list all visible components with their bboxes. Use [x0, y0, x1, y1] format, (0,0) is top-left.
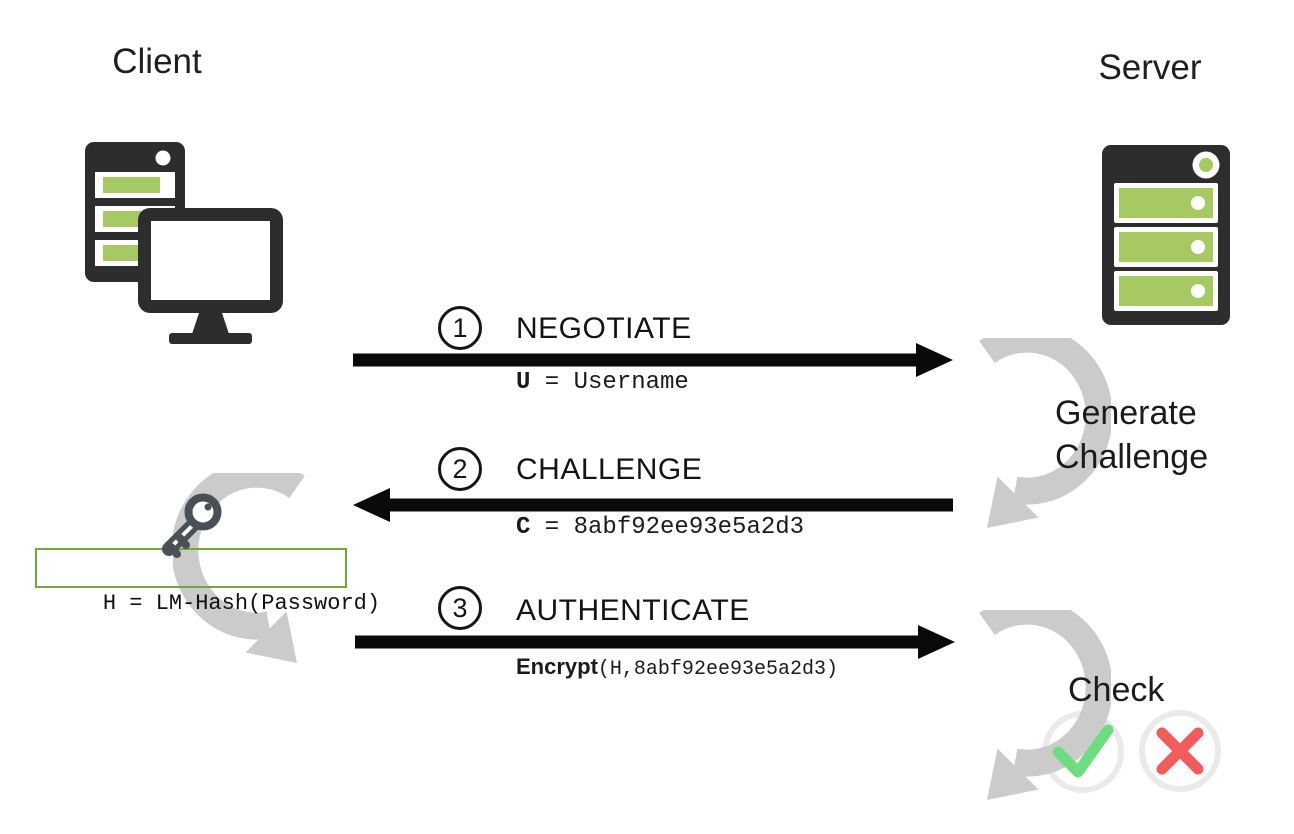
- hash-formula-box: H = LM-Hash(Password): [35, 548, 380, 616]
- step-1-detail: U = Username: [516, 369, 689, 396]
- check-note: Check: [1068, 671, 1165, 709]
- curved-arrow-icon: [979, 338, 1111, 528]
- key-icon: [162, 493, 222, 558]
- step-3-detail-value: (H,8abf92ee93e5a2d3): [597, 658, 838, 681]
- client-computer-icon: [85, 142, 283, 344]
- step-1-number: 1: [438, 306, 482, 350]
- hash-formula-text: H = LM-Hash(Password): [102, 591, 381, 616]
- step-2-name: CHALLENGE: [516, 453, 703, 486]
- arrow-right-authenticate: [355, 625, 955, 659]
- step-3-number: 3: [438, 586, 482, 630]
- client-label: Client: [112, 42, 202, 81]
- cross-icon: [1156, 727, 1204, 775]
- step-3-detail-func: Encrypt: [516, 654, 598, 679]
- step-2-detail-value: = 8abf92ee93e5a2d3: [530, 514, 805, 541]
- result-marks: [1052, 724, 1204, 778]
- step-2-number: 2: [438, 447, 482, 491]
- step-3-name: AUTHENTICATE: [516, 594, 750, 627]
- arrow-right-negotiate: [353, 343, 953, 377]
- server-label: Server: [1098, 48, 1202, 87]
- step-1-name: NEGOTIATE: [516, 312, 692, 345]
- step-1-detail-value: = Username: [530, 369, 689, 396]
- step-2-detail: C = 8abf92ee93e5a2d3: [516, 514, 804, 541]
- check-icon: [1052, 724, 1114, 778]
- step-2-detail-var: C: [516, 514, 531, 541]
- server-rack-icon: [1102, 145, 1230, 325]
- generate-challenge-note: Generate Challenge: [1055, 394, 1209, 476]
- step-1-detail-var: U: [516, 369, 531, 396]
- step-3-detail: Encrypt(H,8abf92ee93e5a2d3): [516, 654, 838, 681]
- arrow-left-challenge: [353, 488, 953, 522]
